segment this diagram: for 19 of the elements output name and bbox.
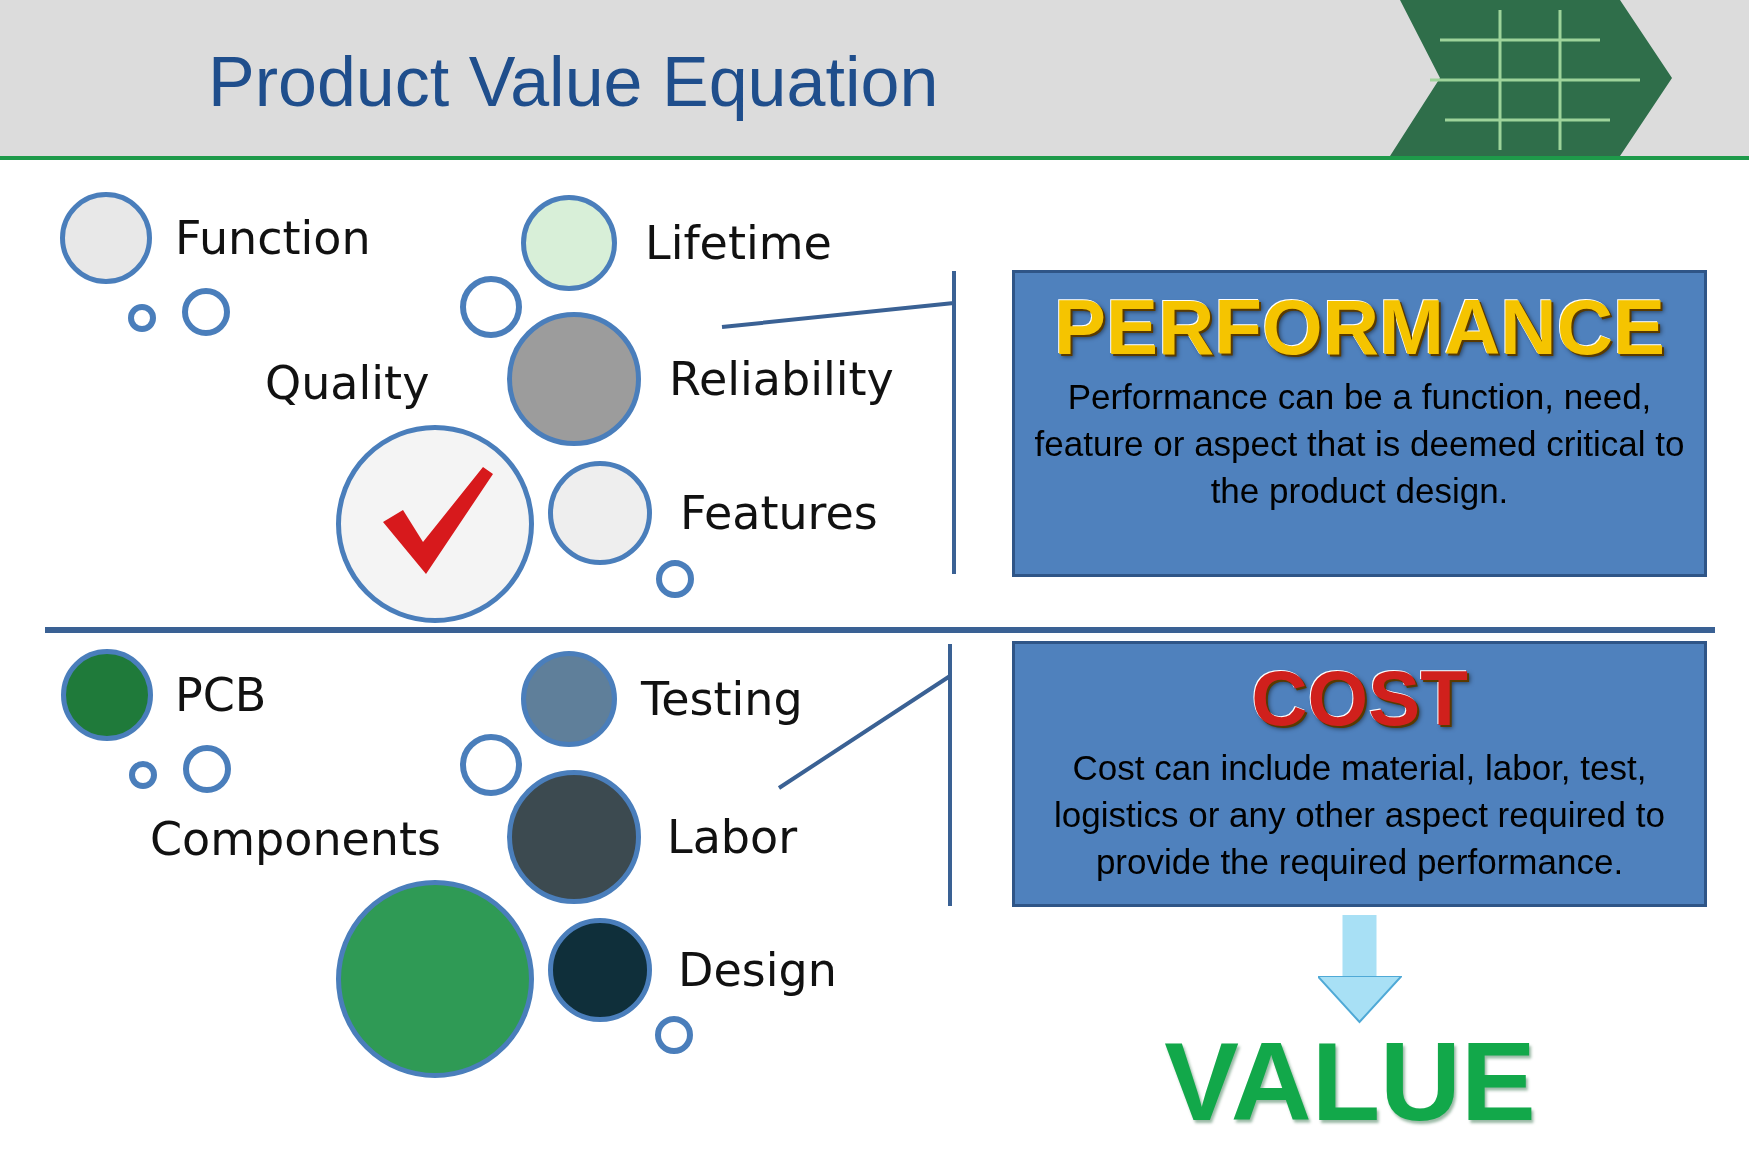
panel-text: Cost can include material, labor, test, logistics or any other aspect required to provide the required performance.: [1053, 747, 1666, 883]
text-panel: [1012, 641, 1707, 907]
value-heading: VALUE: [1150, 1020, 1550, 1144]
panel-text: Performance can be a function, need, feature or aspect that is deemed critical to the product design.: [1033, 376, 1686, 512]
node-caption: Quality: [265, 355, 430, 411]
node-caption: PCB: [175, 667, 267, 723]
node-caption: Testing: [641, 671, 803, 727]
slide-title: Product Value Equation: [208, 42, 939, 123]
arrow: [1316, 915, 1403, 1023]
node-caption: Labor: [667, 809, 798, 865]
node-caption: Function: [175, 210, 371, 266]
node-caption: Features: [680, 485, 878, 541]
node-caption: Lifetime: [645, 215, 832, 271]
node-caption: Reliability: [669, 351, 894, 407]
text-panel: [1012, 270, 1707, 577]
panel-heading: COST: [1251, 653, 1468, 744]
node-caption: Components: [150, 811, 442, 867]
panel-heading: PERFORMANCE: [1054, 282, 1665, 373]
node-caption: Design: [678, 942, 837, 998]
